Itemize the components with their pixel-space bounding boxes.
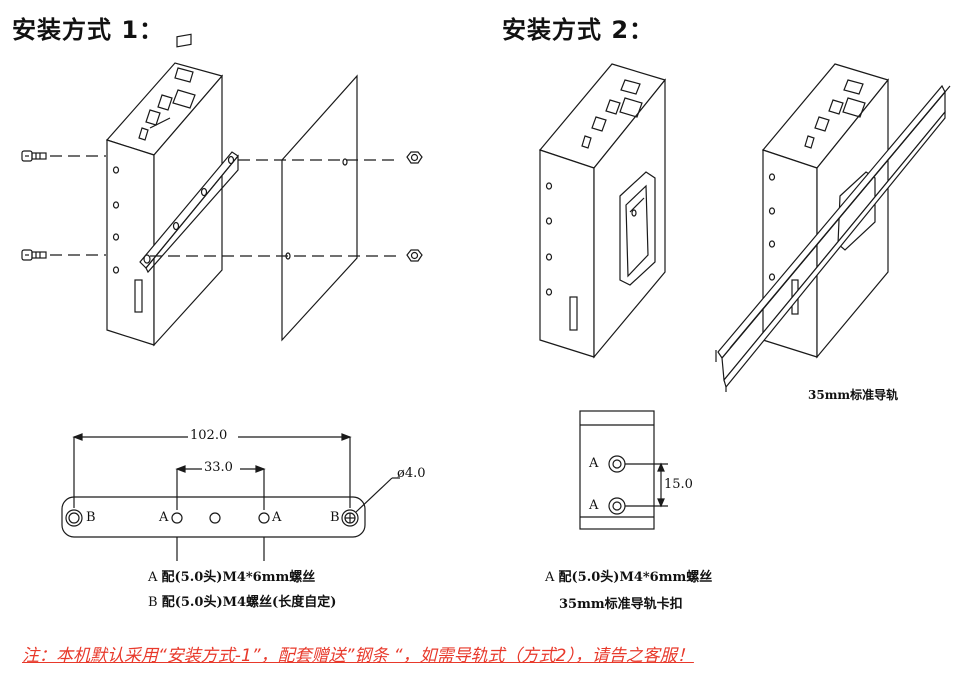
- clip-legend-a-text: 配(5.0头)M4*6mm螺丝: [558, 570, 713, 585]
- clip-legend-a: A 配(5.0头)M4*6mm螺丝: [545, 566, 712, 585]
- clip-2d: [579, 410, 668, 530]
- alignment-lines: [50, 155, 400, 257]
- legend-b-text: 配(5.0头)M4螺丝(长度自定): [161, 595, 337, 610]
- screw-icon: [21, 150, 47, 261]
- clip-dimension: 15.0: [664, 477, 693, 492]
- clip-legend-a-letter: A: [545, 570, 555, 585]
- mark-b-right: B: [330, 510, 340, 525]
- dimension-inner: 33.0: [204, 460, 233, 475]
- clip-mark-a-bottom: A: [589, 498, 599, 513]
- device-method2-left: [538, 63, 667, 359]
- method2-title: 安装方式 2：: [502, 16, 655, 44]
- legend-b-letter: B: [148, 595, 158, 610]
- legend-b: B 配(5.0头)M4螺丝(长度自定): [148, 591, 336, 610]
- mounting-panel: [281, 74, 358, 342]
- nut-icon: [406, 151, 423, 262]
- dimension-total: 102.0: [190, 428, 228, 443]
- method1-title: 安装方式 1：: [12, 16, 165, 44]
- legend-a-text: 配(5.0头)M4*6mm螺丝: [161, 570, 316, 585]
- legend-a: A 配(5.0头)M4*6mm螺丝: [148, 566, 315, 585]
- mark-a-right: A: [272, 510, 282, 525]
- device-method2-right: [761, 63, 890, 359]
- steel-bracket-3d: [139, 151, 239, 274]
- device-method1: [105, 33, 224, 347]
- footer-note: 注：本机默认采用“安装方式-1”，配套赠送”钢条 “，如需导轨式（方式2），请告…: [22, 646, 694, 666]
- mark-b-left: B: [86, 510, 96, 525]
- hole-diameter: ø4.0: [397, 466, 426, 481]
- mark-a-left: A: [159, 510, 169, 525]
- clip-caption: 35mm标准导轨卡扣: [559, 597, 683, 612]
- clip-mark-a-top: A: [589, 456, 599, 471]
- bracket-2d: [61, 433, 400, 561]
- rail-label: 35mm标准导轨: [808, 388, 899, 402]
- din-rail: [715, 84, 951, 392]
- legend-a-letter: A: [148, 570, 158, 585]
